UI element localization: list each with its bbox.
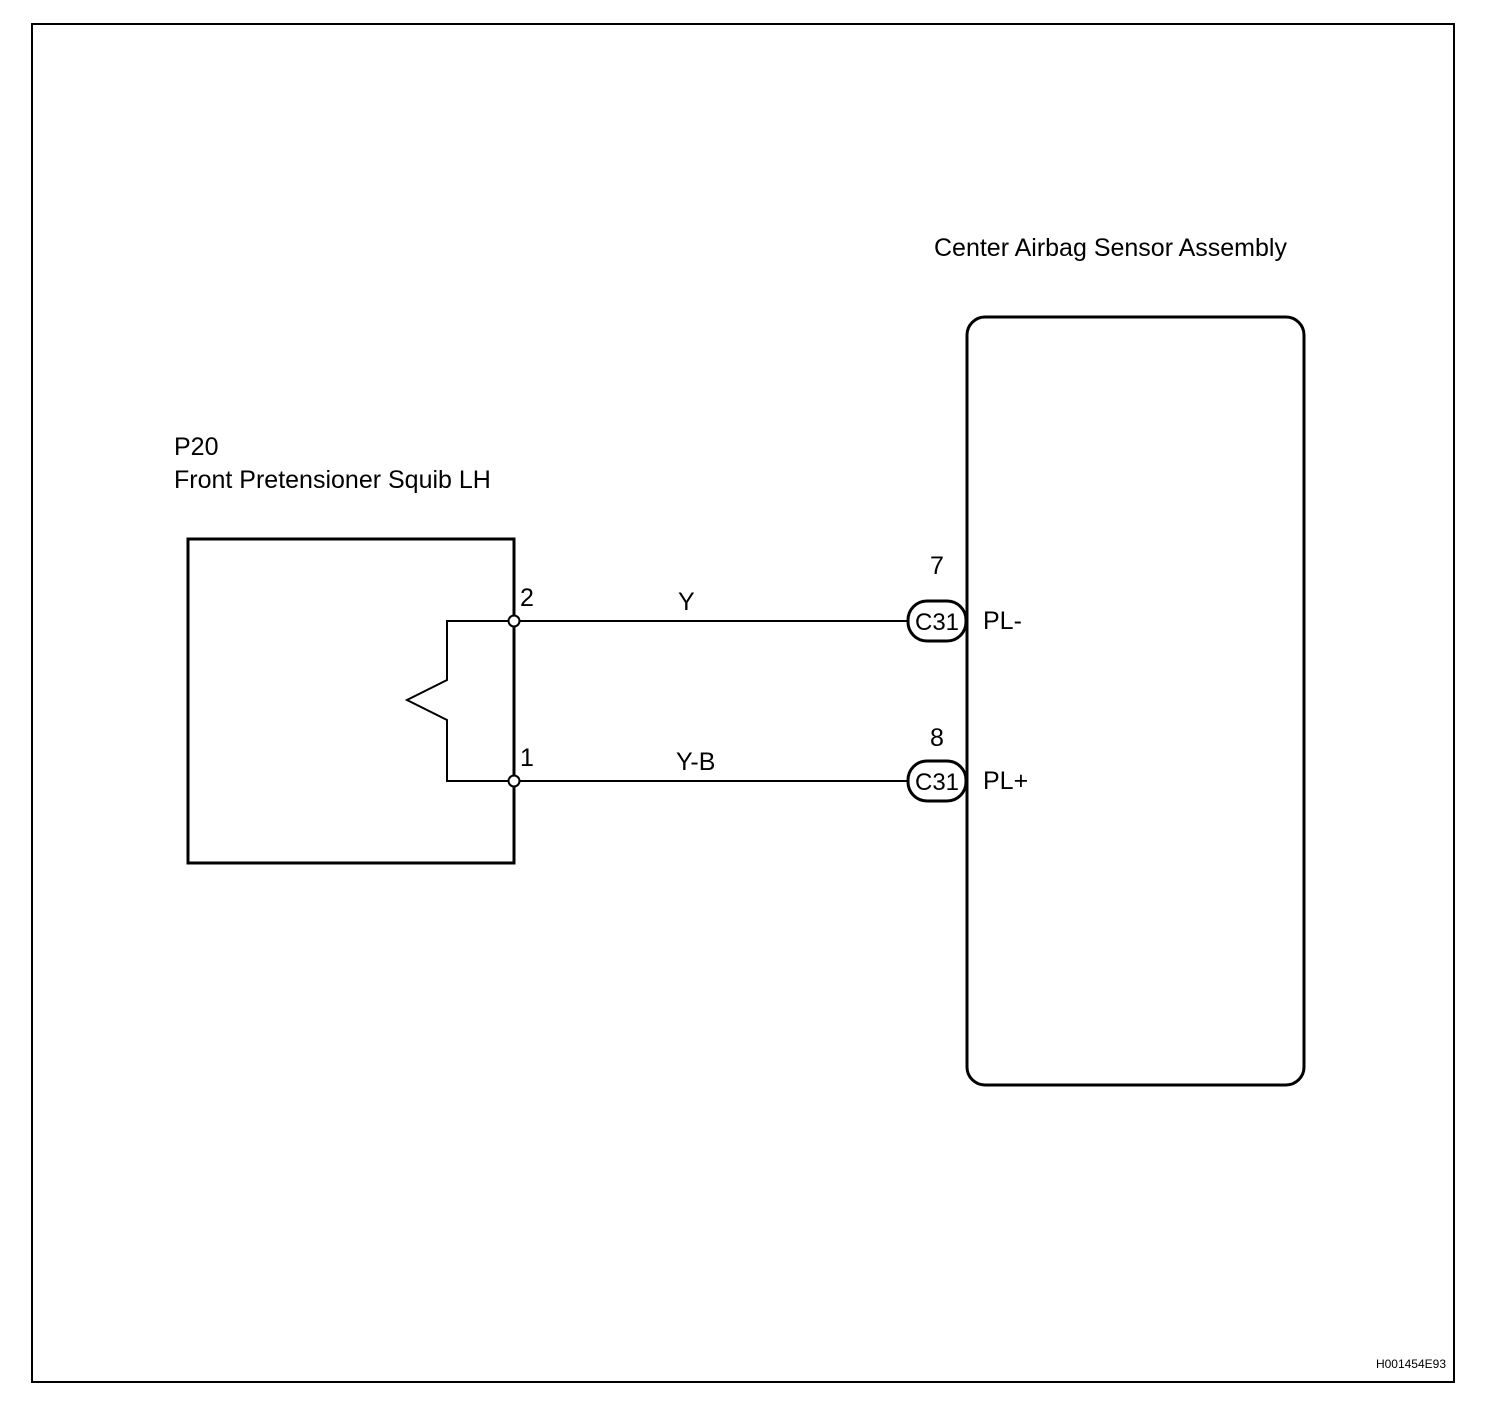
squib-box bbox=[186, 537, 516, 865]
squib-pin-number: 1 bbox=[520, 744, 534, 772]
squib-terminal-1 bbox=[507, 774, 521, 788]
squib-name-label: Front Pretensioner Squib LH bbox=[174, 466, 491, 494]
squib-pin-number: 2 bbox=[520, 584, 534, 612]
signal-name: PL- bbox=[983, 607, 1022, 635]
sensor-pin-number: 8 bbox=[930, 724, 944, 752]
sensor-assembly-box bbox=[965, 315, 1306, 1087]
squib-element-symbol bbox=[404, 620, 514, 782]
connector-code: C31 bbox=[915, 609, 959, 636]
connector-c31-pin7 bbox=[906, 599, 968, 643]
connector-c31-pin8 bbox=[906, 759, 968, 803]
sensor-pin-number: 7 bbox=[930, 552, 944, 580]
figure-code: H001454E93 bbox=[1376, 1357, 1446, 1371]
signal-name: PL+ bbox=[983, 767, 1028, 795]
diagram-frame bbox=[31, 23, 1455, 1383]
connector-code: C31 bbox=[915, 769, 959, 796]
wire-color-label: Y-B bbox=[676, 748, 715, 776]
squib-code-label: P20 bbox=[174, 433, 218, 461]
squib-terminal-2 bbox=[507, 614, 521, 628]
wire-color-label: Y bbox=[678, 588, 695, 616]
sensor-assembly-label: Center Airbag Sensor Assembly bbox=[934, 234, 1287, 262]
